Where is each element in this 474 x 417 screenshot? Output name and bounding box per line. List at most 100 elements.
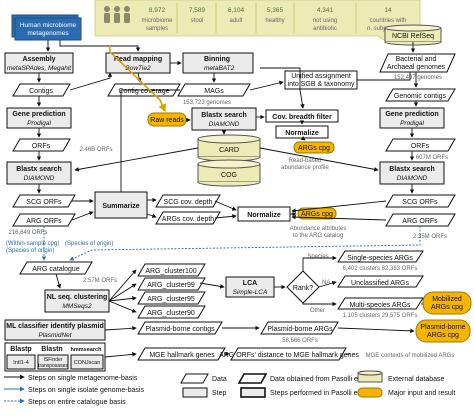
svg-text:Read-based: Read-based (289, 158, 322, 164)
nl-seq-clustering-step: NL seq. clustering MMSeqs2 (44, 289, 110, 313)
svg-text:ARG ORFs: ARG ORFs (402, 218, 438, 225)
arg-cluster95-data: ARG_cluster95 (137, 291, 206, 305)
svg-text:ARG_cluster100: ARG_cluster100 (145, 268, 196, 275)
arg-catalogue-data: ARG catalogue (19, 261, 93, 275)
svg-text:153,723 genomes: 153,723 genomes (183, 100, 231, 106)
svg-text:6,402 clusters 82,383 ORFs: 6,402 clusters 82,383 ORFs (343, 266, 418, 272)
svg-text:BowTie2: BowTie2 (125, 65, 151, 72)
svg-text:1,105 clusters 29,575 ORFs: 1,105 clusters 29,575 ORFs (343, 313, 418, 319)
svg-text:Prodigal: Prodigal (400, 120, 424, 127)
legend-pasolli-data: Data obtained from Pasolli et al. (270, 376, 369, 383)
stat-label-adult: adult (229, 18, 242, 24)
svg-text:(Within-sample cpg): (Within-sample cpg) (6, 241, 59, 247)
svg-text:(Species of origin): (Species of origin) (6, 248, 54, 254)
svg-text:Summarize: Summarize (102, 203, 139, 210)
single-species-args-data: Single-species ARGs (337, 250, 424, 263)
svg-text:CONJscan: CONJscan (74, 360, 101, 366)
svg-text:2.35M ORFs: 2.35M ORFs (413, 234, 447, 240)
svg-text:SCG cov. depth: SCG cov. depth (164, 199, 213, 206)
arg-orfs-left-data: ARG ORFs (12, 213, 76, 227)
svg-text:Cov. breadth filter: Cov. breadth filter (272, 114, 332, 121)
stat-value-adult: 6,104 (228, 7, 245, 14)
svg-text:IntI1-4: IntI1-4 (13, 360, 29, 366)
svg-text:ARG_cluster90: ARG_cluster90 (147, 310, 195, 317)
legend-pasolli-steps: Steps performed in Pasolli et al. (270, 390, 369, 397)
svg-text:152,497 genomes: 152,497 genomes (394, 75, 442, 81)
svg-text:Gene prediction: Gene prediction (12, 111, 65, 118)
svg-text:NA: NA (322, 280, 330, 286)
svg-text:607M ORFs: 607M ORFs (416, 155, 448, 161)
bacterial-genomes-data: Bacterial and Archaeal genomes (379, 53, 456, 73)
svg-text:ORFs: ORFs (32, 143, 51, 150)
legend-external-db: External database (388, 376, 445, 383)
svg-text:Human microbiome: Human microbiome (20, 22, 77, 29)
svg-text:Assembly: Assembly (22, 56, 55, 63)
svg-text:CARD: CARD (219, 147, 239, 154)
svg-text:Read mapping: Read mapping (114, 56, 162, 63)
orfs-left-data: ORFs (12, 138, 71, 152)
svg-text:Raw reads: Raw reads (150, 117, 184, 124)
svg-text:ARG ORFs' distance to MGE hall: ARG ORFs' distance to MGE hallmark genes (219, 352, 359, 359)
args-cov-depth-data: ARGs cov. depth (155, 211, 221, 225)
card-database: CARD (197, 134, 261, 162)
svg-text:ARG_cluster99: ARG_cluster99 (147, 282, 195, 289)
svg-text:Blastx search: Blastx search (16, 166, 62, 173)
legend-data: Data (212, 376, 227, 383)
blast-tools-group: Blastp Blastn hmmsearch IntI1-4 ISFinder… (4, 342, 106, 372)
human-microbiome-node: Human microbiome metagenomes (11, 14, 82, 41)
svg-text:into SGB & taxonomy: into SGB & taxonomy (288, 81, 355, 88)
cog-database: COG (197, 159, 261, 187)
stat-value-stool: 7,589 (189, 7, 206, 14)
contigs-data: Contigs (12, 83, 71, 97)
arg-cluster99-data: ARG_cluster99 (137, 277, 206, 291)
svg-text:DIAMOND: DIAMOND (24, 175, 55, 182)
svg-text:Simple-LCA: Simple-LCA (233, 289, 268, 296)
mge-hallmark-genes-data: MGE hallmark genes (137, 347, 226, 361)
unified-assignment-step: Unified assignment into SGB & taxonomy (284, 70, 358, 90)
stats-banner: 8,972 microbiome samples 7,589 stool 6,1… (94, 0, 421, 45)
svg-text:ARGs cpg: ARGs cpg (298, 145, 330, 152)
svg-text:SCG ORFs: SCG ORFs (402, 199, 438, 206)
svg-text:COG: COG (221, 172, 237, 179)
svg-text:Other: Other (310, 308, 325, 314)
blue-connectors (41, 226, 421, 261)
svg-text:Gene prediction: Gene prediction (385, 111, 438, 118)
svg-text:ARG ORFs: ARG ORFs (26, 218, 62, 225)
stat-label-healthy: healthy (265, 18, 284, 24)
normalize-bottom-step: Normalize (237, 206, 291, 222)
multi-species-args-data: Multi-species ARGs (337, 297, 424, 310)
svg-text:NL seq. clustering: NL seq. clustering (47, 294, 108, 301)
svg-text:ARGs cov. depth: ARGs cov. depth (162, 216, 215, 223)
svg-text:ARGs cpg: ARGs cpg (301, 211, 333, 218)
scg-orfs-right-data: SCG ORFs (385, 194, 456, 208)
arg-orfs-right-data: ARG ORFs (385, 213, 456, 227)
svg-text:Mobilized: Mobilized (432, 296, 462, 303)
svg-text:transposases: transposases (38, 363, 68, 369)
rank-decision: Rank? (286, 270, 320, 304)
svg-text:ARGs cpg: ARGs cpg (431, 304, 463, 311)
svg-text:Plasmid-borne ARGs: Plasmid-borne ARGs (267, 326, 333, 333)
svg-text:metaSPAdes, Megahit: metaSPAdes, Megahit (7, 65, 72, 72)
blastx-read-step: Blastx search DIAMOND (191, 107, 257, 131)
lca-step: LCA Simple-LCA (225, 276, 275, 298)
svg-text:Unclassified ARGs: Unclassified ARGs (351, 280, 409, 287)
svg-text:Blastx search: Blastx search (389, 166, 435, 173)
svg-text:MGE contexts of mobilized ARGs: MGE contexts of mobilized ARGs (366, 353, 455, 359)
summarize-step: Summarize (94, 191, 148, 219)
svg-text:Single-species ARGs: Single-species ARGs (347, 255, 413, 262)
svg-text:SCG ORFs: SCG ORFs (26, 199, 62, 206)
plasmid-borne-args-data: Plasmid-borne ARGs (260, 321, 339, 335)
svg-text:MMSeqs2: MMSeqs2 (62, 303, 92, 310)
read-mapping-step: Read mapping BowTie2 (105, 52, 171, 74)
ml-classifier-step: ML classifier identify plasmid PlasmidNe… (4, 319, 106, 341)
svg-text:Blastx search: Blastx search (201, 112, 247, 119)
people-icon (104, 6, 130, 23)
svg-text:PlasmidNet: PlasmidNet (38, 332, 72, 339)
svg-text:Contigs: Contigs (29, 88, 53, 95)
svg-text:DIAMOND: DIAMOND (209, 121, 240, 128)
orfs-right-data: ORFs (385, 138, 456, 152)
svg-text:Genomic contigs: Genomic contigs (394, 93, 447, 100)
genomic-contigs-data: Genomic contigs (385, 88, 456, 102)
svg-text:ARG catalogue: ARG catalogue (32, 266, 80, 273)
svg-text:Blastp: Blastp (10, 346, 31, 353)
